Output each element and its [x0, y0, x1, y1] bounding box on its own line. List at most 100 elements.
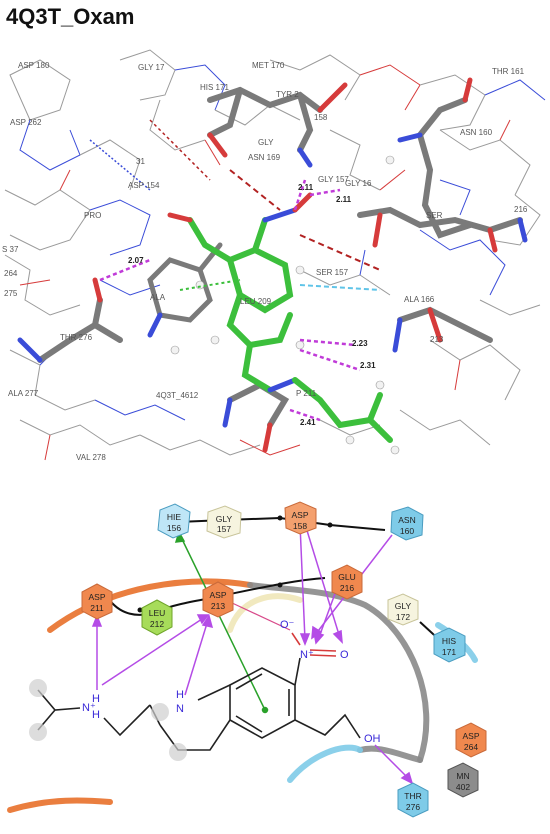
- residue-asp211: ASP 211: [81, 583, 113, 620]
- salt-bridge-lines: [229, 601, 291, 631]
- hydrogen-atoms: [170, 155, 400, 455]
- amine-h-top: H: [92, 693, 100, 705]
- oh-atom: OH: [364, 733, 381, 745]
- amine-n-atom: N⁺: [82, 702, 96, 714]
- residue-label: TYR 2: [276, 90, 299, 99]
- residue-label: SER 157: [316, 268, 349, 277]
- ligand-structure: [37, 657, 361, 751]
- residue-name: ASP: [88, 592, 105, 602]
- residue-label: 264: [4, 269, 18, 278]
- residue-number: 172: [396, 612, 410, 622]
- residue-label: MET 170: [252, 61, 285, 70]
- pi-cation-line: [174, 530, 269, 714]
- ligand-interaction-diagram: O⁻ N⁺ O OH H H N⁺ H N HIE 156 GLY 157 AS…: [7, 501, 487, 818]
- residue-number: 276: [406, 802, 420, 812]
- residue-number: 171: [442, 647, 456, 657]
- residue-label: THR 276: [60, 333, 93, 342]
- residue-name: GLY: [216, 514, 233, 524]
- residue-name: ASP: [291, 510, 308, 520]
- residue-name: THR: [404, 791, 421, 801]
- residue-label: ASP 180: [18, 61, 50, 70]
- residue-number: 212: [150, 619, 164, 629]
- protein-ligand-3d-view: ASP 180 GLY 17 MET 170 HIS 171 THR 161 T…: [2, 49, 546, 462]
- residue-label-group: ASP 180 GLY 17 MET 170 HIS 171 THR 161 T…: [2, 61, 528, 462]
- residue-label: LEU 209: [240, 297, 272, 306]
- residue-label: GLY 17: [138, 63, 165, 72]
- residue-label: 158: [314, 113, 328, 122]
- distance-label: 2.23: [352, 339, 368, 348]
- residue-label: 216: [514, 205, 528, 214]
- residue-name: LEU: [149, 608, 166, 618]
- distance-label: 2.11: [298, 183, 314, 192]
- residue-shape: [331, 564, 363, 600]
- residue-number: 216: [340, 583, 354, 593]
- residue-shape: [397, 782, 429, 818]
- n-plus-atom: N⁺: [300, 649, 314, 661]
- residue-label: ASP 262: [10, 118, 42, 127]
- residue-label: SER: [426, 211, 443, 220]
- residue-label: HIS 171: [200, 83, 229, 92]
- protein-wireframe: [4, 49, 546, 461]
- residue-shape: [447, 762, 479, 798]
- hydrogen-bond-arrows: [91, 523, 414, 785]
- residue-label: ALA: [150, 293, 166, 302]
- residue-nodes: HIE 156 GLY 157 ASP 158 ASN 160 ASP 211 …: [81, 501, 487, 818]
- residue-shape: [81, 583, 113, 620]
- residue-name: HIS: [442, 636, 457, 646]
- residue-shape: [387, 593, 419, 626]
- residue-shape: [206, 505, 242, 539]
- residue-shape: [157, 503, 191, 539]
- residue-number: 156: [167, 523, 181, 533]
- ligand-sticks: [167, 192, 393, 443]
- pocket-ribbons: [7, 578, 478, 813]
- amine-h-bottom: H: [92, 709, 100, 721]
- residue-label: ASN 169: [248, 153, 281, 162]
- residue-name: ASP: [209, 590, 226, 600]
- residue-leu212: LEU 212: [141, 599, 173, 636]
- residue-asp264: ASP 264: [455, 722, 487, 758]
- residue-label: 4Q3T_4612: [156, 391, 199, 400]
- residue-label: ASP 154: [128, 181, 160, 190]
- residue-his171: HIS 171: [433, 627, 466, 663]
- residue-name: MN: [456, 771, 469, 781]
- residue-name: HIE: [167, 512, 182, 522]
- distance-label: 2.07: [128, 256, 144, 265]
- distance-label-group: 2.11 2.11 2.07 2.23 2.31 2.41: [128, 183, 376, 427]
- residue-glu216: GLU 216: [331, 564, 363, 600]
- residue-shape: [284, 501, 317, 535]
- residue-mn402: MN 402: [447, 762, 479, 798]
- residue-label: P 211: [296, 389, 317, 398]
- residue-number: 402: [456, 782, 470, 792]
- residue-number: 211: [90, 603, 104, 613]
- distance-label: 2.31: [360, 361, 376, 370]
- residue-shape: [433, 627, 466, 663]
- distance-label: 2.11: [336, 195, 352, 204]
- residue-shape: [141, 599, 173, 636]
- protein-sticks: [17, 77, 528, 453]
- residue-shape: [455, 722, 487, 758]
- residue-gly157: GLY 157: [206, 505, 242, 539]
- residue-thr276: THR 276: [397, 782, 429, 818]
- distance-label: 2.41: [300, 418, 316, 427]
- interaction-lines: [89, 119, 381, 422]
- residue-label: ALA 277: [8, 389, 39, 398]
- residue-name: GLY: [395, 601, 412, 611]
- residue-label: ASN 160: [460, 128, 493, 137]
- residue-label: S 37: [2, 245, 19, 254]
- ligand-atom-labels: O⁻ N⁺ O OH H H N⁺ H N: [82, 619, 381, 745]
- ring-h-atom: H: [176, 689, 184, 701]
- residue-number: 158: [293, 521, 307, 531]
- residue-number: 213: [211, 601, 225, 611]
- residue-label: THR 161: [492, 67, 525, 76]
- residue-label: 31: [136, 157, 145, 166]
- ring-n-atom: N: [176, 703, 184, 715]
- residue-label: GLY 16: [345, 179, 372, 188]
- residue-name: ASN: [398, 515, 415, 525]
- residue-asn160: ASN 160: [390, 506, 424, 541]
- residue-label: 275: [4, 289, 18, 298]
- residue-number: 157: [217, 524, 231, 534]
- residue-label: GLY 157: [318, 175, 349, 184]
- residue-asp213: ASP 213: [202, 581, 234, 618]
- residue-number: 160: [400, 526, 414, 536]
- no2-bonds: [291, 632, 337, 657]
